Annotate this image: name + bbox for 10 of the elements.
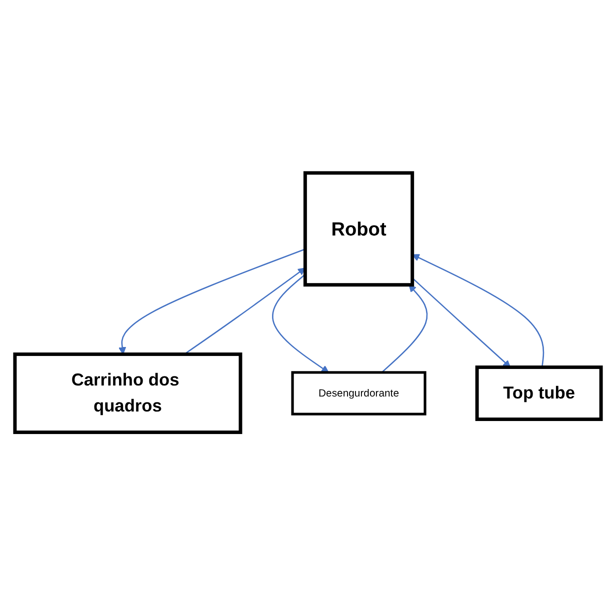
arrow <box>412 254 544 368</box>
arrow <box>272 274 329 374</box>
node-box: Desengurdorante <box>291 372 426 416</box>
arrow <box>184 268 306 356</box>
arrow <box>381 284 428 374</box>
node-box: Top tube <box>475 366 603 422</box>
arrow <box>118 248 306 355</box>
arrow <box>412 278 511 368</box>
node-box: Carrinho dos quadros <box>13 352 242 434</box>
node-box: Robot <box>303 172 414 287</box>
